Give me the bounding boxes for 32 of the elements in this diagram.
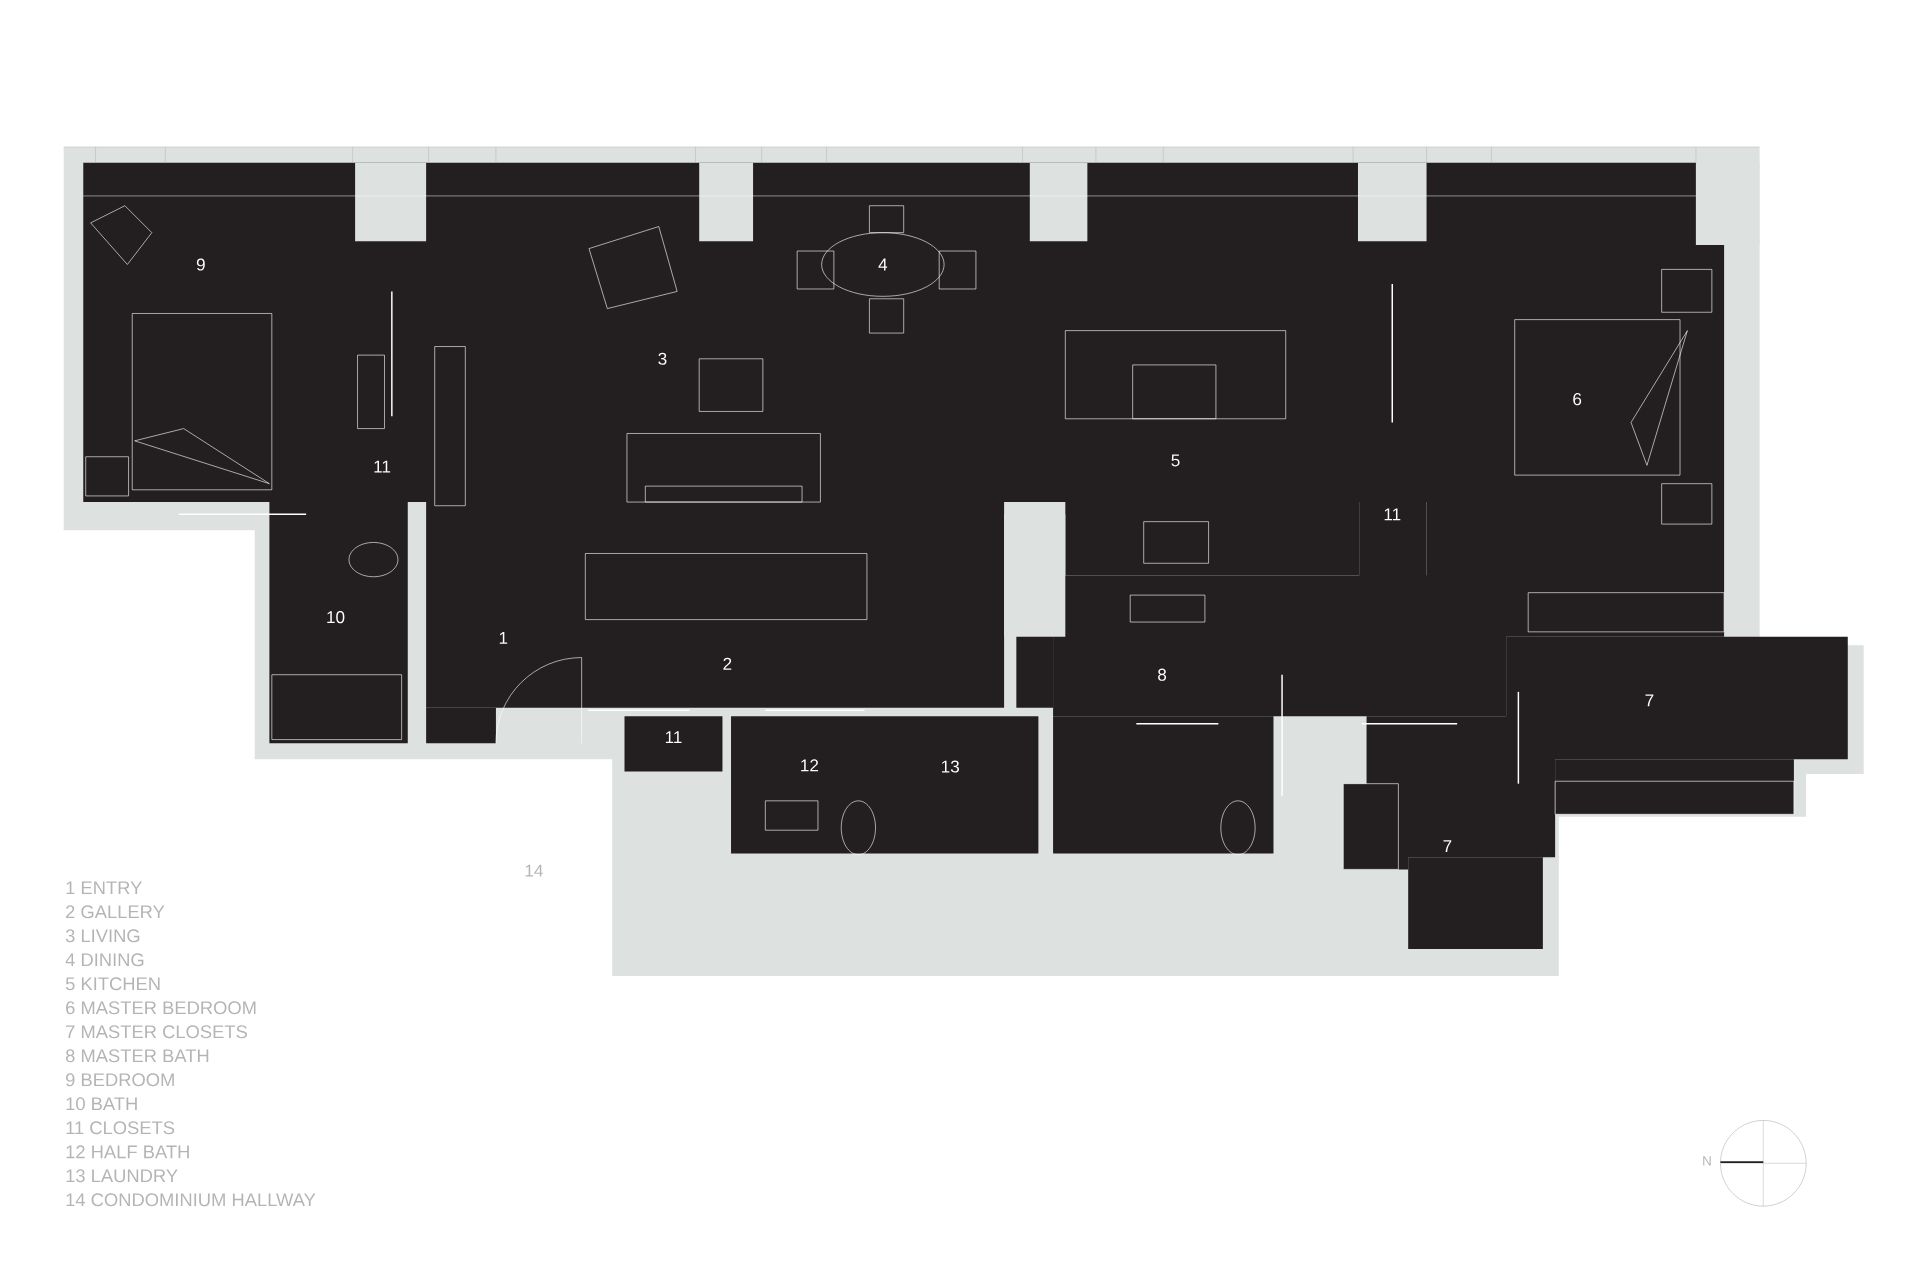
legend-entry: 1 ENTRY [66, 881, 142, 895]
room-number: 11 [665, 731, 682, 744]
legend-entry: 8 MASTER BATH [65, 1049, 209, 1063]
legend-entry: 12 HALF BATH [66, 1145, 189, 1159]
legend-entry: 5 KITCHEN [65, 977, 160, 991]
legend-entry: 9 BEDROOM [66, 1073, 174, 1087]
legend-entry: 4 DINING [65, 953, 144, 967]
legend-entry: 7 MASTER CLOSETS [66, 1025, 247, 1039]
room-number: 12 [801, 759, 819, 772]
legend-entry: 3 LIVING [65, 929, 140, 943]
room-number: 7 [1645, 694, 1654, 707]
room-number: 7 [1443, 840, 1452, 853]
room-number: 14 [525, 864, 543, 877]
room-number: 4 [878, 258, 888, 271]
room-number: 5 [1171, 454, 1180, 467]
legend-entry: 13 LAUNDRY [66, 1169, 178, 1183]
room-number: 3 [658, 352, 667, 366]
room-number: 1 [499, 632, 508, 645]
legend-entry: 10 BATH [66, 1097, 137, 1111]
legend-entry: 11 CLOSETS [66, 1121, 175, 1135]
room-number: 11 [374, 460, 391, 473]
legend-entry: 14 CONDOMINIUM HALLWAY [66, 1193, 316, 1207]
room-number: 10 [327, 611, 345, 624]
room-number: 8 [1158, 668, 1167, 681]
legend-entry: 6 MASTER BEDROOM [66, 1001, 256, 1015]
room-number: 13 [942, 760, 959, 773]
room-number: 11 [1384, 508, 1401, 521]
room-number: 9 [196, 258, 205, 271]
room-number: 6 [1573, 393, 1582, 406]
north-label: N [1703, 1156, 1711, 1166]
legend-entry: 2 GALLERY [66, 905, 165, 919]
room-number: 2 [723, 657, 732, 670]
